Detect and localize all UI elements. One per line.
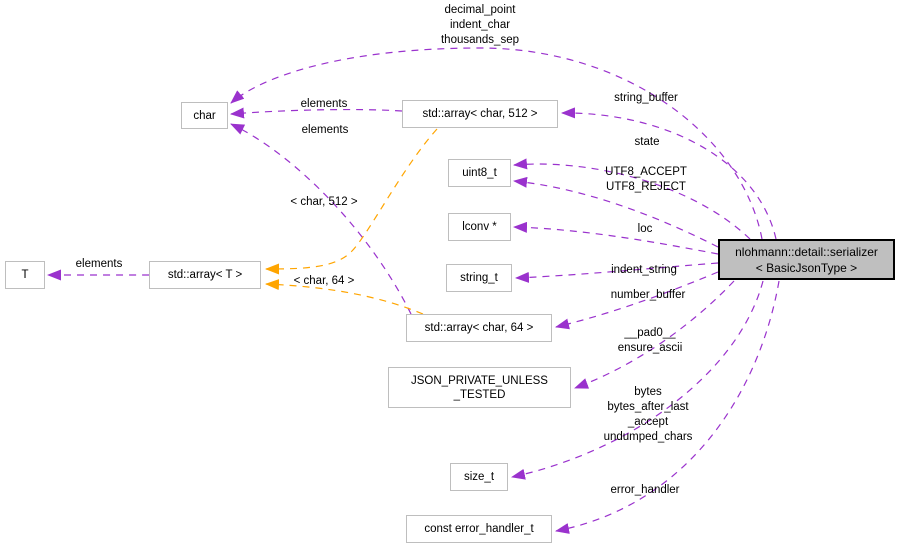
node-std-array-t[interactable]: std::array< T > — [149, 261, 261, 289]
edge-indent-string — [515, 262, 719, 283]
node-json-private-unless-tested[interactable]: JSON_PRIVATE_UNLESS _TESTED — [388, 367, 571, 408]
edge-template-char-64 — [265, 279, 424, 315]
edge-bytes — [511, 280, 764, 480]
edge-decimal-point-group — [230, 47, 763, 240]
node-char[interactable]: char — [181, 102, 228, 129]
edge-pad0 — [574, 280, 735, 389]
node-size-t[interactable]: size_t — [450, 463, 508, 491]
edge-error-handler — [555, 280, 780, 534]
node-std-array-char-512[interactable]: std::array< char, 512 > — [402, 100, 558, 128]
edge-utf8 — [513, 176, 719, 248]
edge-state — [513, 158, 751, 240]
edge-loc — [513, 221, 719, 255]
edge-number-buffer — [555, 271, 719, 330]
node-uint8-t[interactable]: uint8_t — [448, 159, 511, 187]
node-serializer-main: nlohmann::detail::serializer < BasicJson… — [718, 239, 895, 280]
node-std-array-char-64[interactable]: std::array< char, 64 > — [406, 314, 552, 342]
edge-template-char-512 — [265, 128, 438, 275]
node-string-t[interactable]: string_t — [446, 264, 512, 292]
edge-elements-64-to-char — [230, 123, 412, 315]
node-const-error-handler-t[interactable]: const error_handler_t — [406, 515, 552, 543]
edge-elements-512-to-char — [230, 107, 403, 119]
node-t[interactable]: T — [5, 261, 45, 289]
node-lconv-ptr[interactable]: lconv * — [448, 213, 511, 241]
edge-string-buffer — [561, 107, 777, 240]
